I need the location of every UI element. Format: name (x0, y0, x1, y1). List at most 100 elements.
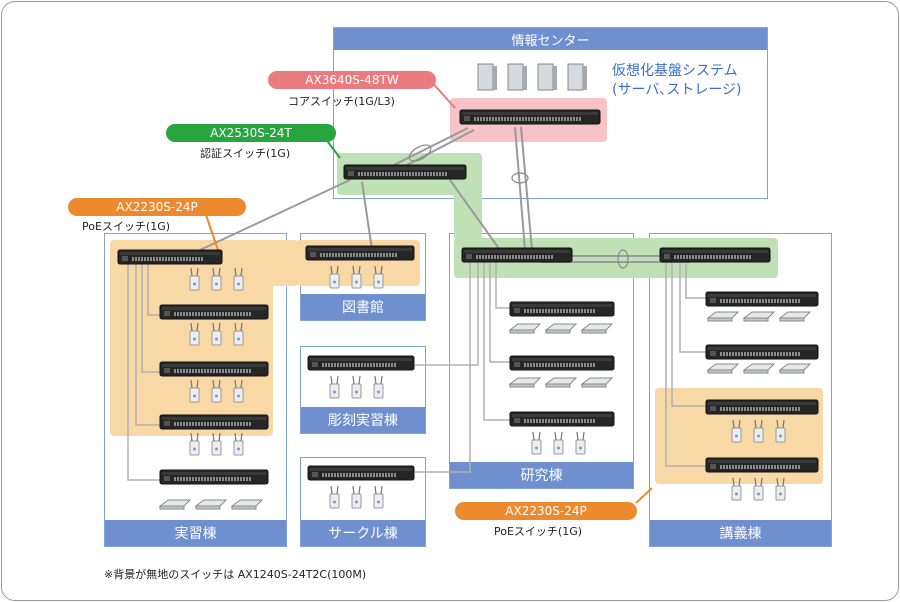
cable-core-kenkyu-1 (514, 126, 526, 251)
access-point-icon (189, 379, 200, 403)
building-circle-title: サークル棟 (301, 520, 425, 546)
access-point-icon (373, 485, 384, 509)
access-point-icon (329, 485, 340, 509)
connector-poe-bottom-label (635, 487, 653, 504)
access-point-icon (351, 375, 362, 399)
terminal-icon (580, 377, 614, 388)
terminal-group (158, 311, 812, 510)
access-point-icon (329, 265, 340, 289)
kogi-main-switch-icon (659, 247, 771, 263)
core-switch-desc: コアスイッチ(1G/L3) (288, 95, 395, 108)
jisshu-switch-icon (159, 469, 269, 485)
access-point-icon (189, 322, 200, 346)
access-point-icon (211, 322, 222, 346)
access-point-group (189, 265, 786, 509)
access-point-icon (753, 419, 764, 443)
access-point-icon (373, 265, 384, 289)
access-point-icon (233, 322, 244, 346)
terminal-icon (706, 311, 740, 322)
jisshu-poe-switch-icon (159, 414, 269, 430)
terminal-icon (508, 323, 542, 334)
access-point-icon (531, 431, 542, 455)
kenkyu-switch-icon (509, 355, 615, 371)
jisshu-poe-switch-icon (159, 361, 269, 377)
poe-switch-bottom-desc: PoEスイッチ(1G) (494, 525, 583, 538)
access-point-icon (329, 375, 340, 399)
access-point-icon (233, 432, 244, 456)
cable-kogi-2 (671, 262, 706, 407)
server-icon (477, 63, 497, 91)
access-point-icon (233, 379, 244, 403)
chokoku-switch-icon (307, 355, 415, 371)
jisshu-poe-switch-icon (117, 249, 223, 265)
building-chokoku-title: 彫刻実習棟 (301, 407, 425, 433)
access-point-icon (373, 375, 384, 399)
cable-kenkyu-1 (483, 262, 510, 421)
access-point-icon (211, 379, 222, 403)
terminal-icon (544, 377, 578, 388)
jisshu-poe-switch-icon (159, 304, 269, 320)
poe-switch-left-desc: PoEスイッチ(1G) (82, 220, 171, 233)
access-point-icon (189, 267, 200, 291)
access-point-icon (775, 477, 786, 501)
auth-switch-model-label: AX2530S-24T (166, 124, 336, 142)
building-kenkyu-title: 研究棟 (450, 462, 633, 488)
cable-jisshu-1 (127, 258, 160, 481)
kogi-switch-icon (705, 291, 819, 307)
auth-switch-icon (343, 164, 467, 180)
terminal-icon (544, 323, 578, 334)
core-switch-model-label: AX3640S-48TW (268, 71, 436, 89)
cable-auth-jisshu (199, 179, 351, 251)
server-icon (537, 63, 557, 91)
access-point-icon (189, 432, 200, 456)
terminal-icon (230, 499, 264, 510)
cable-kenkyu-3 (495, 262, 510, 309)
core-switch-icon (459, 109, 601, 125)
building-jisshu-title: 実習棟 (105, 520, 286, 546)
virtualization-label: 仮想化基盤システム (サーバ､ストレージ) (612, 62, 742, 100)
access-point-icon (351, 265, 362, 289)
auth-switch-zone-stem (454, 180, 482, 240)
switch-group (117, 109, 819, 485)
footnote: ※背景が無地のスイッチは AX1240S-24T2C(100M) (104, 568, 367, 581)
building-toshokan-title: 図書館 (301, 294, 425, 320)
cable-kogi-1 (665, 262, 706, 467)
access-point-icon (211, 432, 222, 456)
terminal-icon (742, 311, 776, 322)
access-point-icon (575, 431, 586, 455)
cable-core-kenkyu-2 (520, 126, 533, 251)
kogi-poe-switch-icon (705, 399, 819, 415)
circle-switch-icon (307, 465, 415, 481)
access-point-icon (731, 477, 742, 501)
terminal-icon (706, 363, 740, 374)
kenkyu-main-switch-icon (461, 247, 573, 263)
cable-kenkyu-2 (489, 262, 510, 363)
terminal-icon (580, 323, 614, 334)
access-point-icon (731, 419, 742, 443)
kenkyu-switch-icon (509, 411, 615, 427)
access-point-icon (351, 485, 362, 509)
cable-kenkyu-circle (415, 262, 471, 473)
access-point-icon (211, 267, 222, 291)
server-icon (567, 63, 587, 91)
kenkyu-switch-icon (509, 301, 615, 317)
auth-switch-desc: 認証スイッチ(1G) (200, 147, 291, 160)
poe-zone-jisshu-right (220, 240, 298, 286)
server-icon-group (477, 63, 587, 91)
cable-auth-kenkyu (449, 179, 501, 251)
cable-jisshu-3 (141, 258, 160, 373)
kogi-poe-switch-icon (705, 457, 819, 473)
toshokan-poe-switch-icon (305, 245, 415, 261)
terminal-icon (778, 363, 812, 374)
access-point-icon (233, 267, 244, 291)
access-cables (127, 258, 706, 481)
terminal-icon (194, 499, 228, 510)
info-center-title: 情報センター (334, 28, 767, 50)
poe-switch-left-model-label: AX2230S-24P (68, 198, 246, 216)
server-icon (507, 63, 527, 91)
terminal-icon (158, 499, 192, 510)
virtualization-label-line2: (サーバ､ストレージ) (612, 82, 742, 98)
poe-switch-bottom-model-label: AX2230S-24P (455, 502, 637, 520)
building-kogi-title: 講義棟 (650, 520, 831, 546)
